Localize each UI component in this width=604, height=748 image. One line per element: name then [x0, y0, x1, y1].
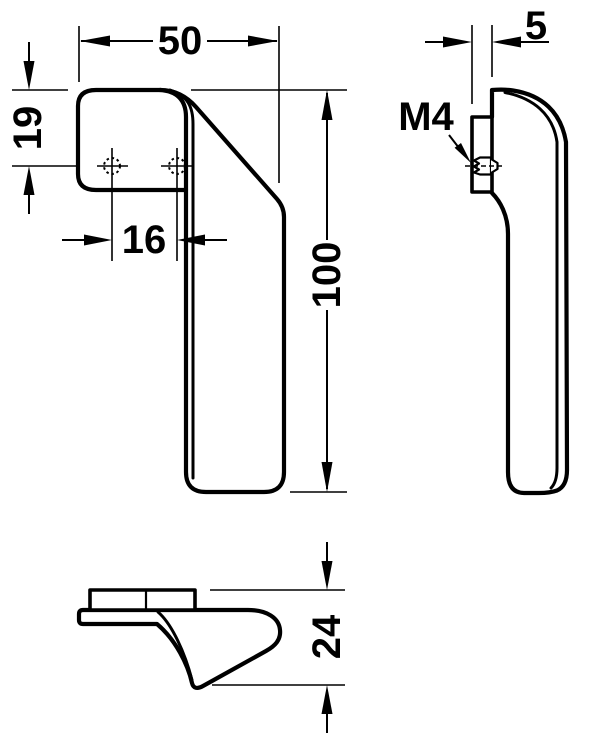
dimension-hole-offset-19: 19 — [6, 42, 68, 214]
dimension-arrow — [80, 35, 110, 47]
dimension-width-50: 50 — [78, 19, 280, 183]
dimension-arrow — [492, 36, 521, 48]
side-grip-outline — [489, 87, 570, 496]
dimension-hole-spacing-16: 16 — [62, 218, 227, 262]
dimension-arrow — [321, 561, 333, 590]
dim-width-label: 50 — [158, 19, 203, 63]
dimension-arrow — [321, 90, 333, 120]
dimension-arrow — [321, 685, 333, 714]
front-grip-outline — [157, 87, 287, 495]
screw-hole-left — [103, 157, 121, 175]
front-view — [12, 87, 287, 495]
side-mounting-plate — [470, 115, 494, 194]
dim-height-label: 100 — [305, 242, 349, 309]
dim-depth-label: 24 — [305, 614, 349, 659]
dimension-arrow — [443, 36, 472, 48]
dimension-arrow — [177, 234, 205, 246]
dimension-arrow — [84, 234, 112, 246]
dimension-thickness-5: 5 — [425, 4, 549, 104]
dimension-arrow — [23, 61, 35, 90]
dimension-arrow — [23, 166, 35, 195]
bottom-grip-edge-line — [156, 610, 194, 682]
dim-thickness-label: 5 — [525, 4, 547, 48]
dimension-arrow — [248, 35, 278, 47]
bottom-view — [76, 588, 283, 691]
front-mounting-plate — [75, 87, 189, 193]
thread-label: M4 — [398, 95, 454, 139]
leader-arrow — [454, 143, 471, 163]
dimension-arrow — [321, 462, 333, 492]
bottom-mounting-tab — [88, 588, 197, 612]
dim-hole-offset-label: 19 — [6, 106, 50, 151]
dim-hole-spacing-label: 16 — [122, 218, 167, 262]
dimension-height-100: 100 — [191, 89, 349, 493]
bottom-body-outline — [76, 607, 283, 691]
side-grip-edge-line — [503, 91, 559, 490]
side-view: M4 — [398, 87, 570, 496]
screw-hole-right — [168, 157, 186, 175]
dimension-depth-24: 24 — [210, 542, 349, 733]
front-grip-edge-line — [168, 88, 195, 480]
